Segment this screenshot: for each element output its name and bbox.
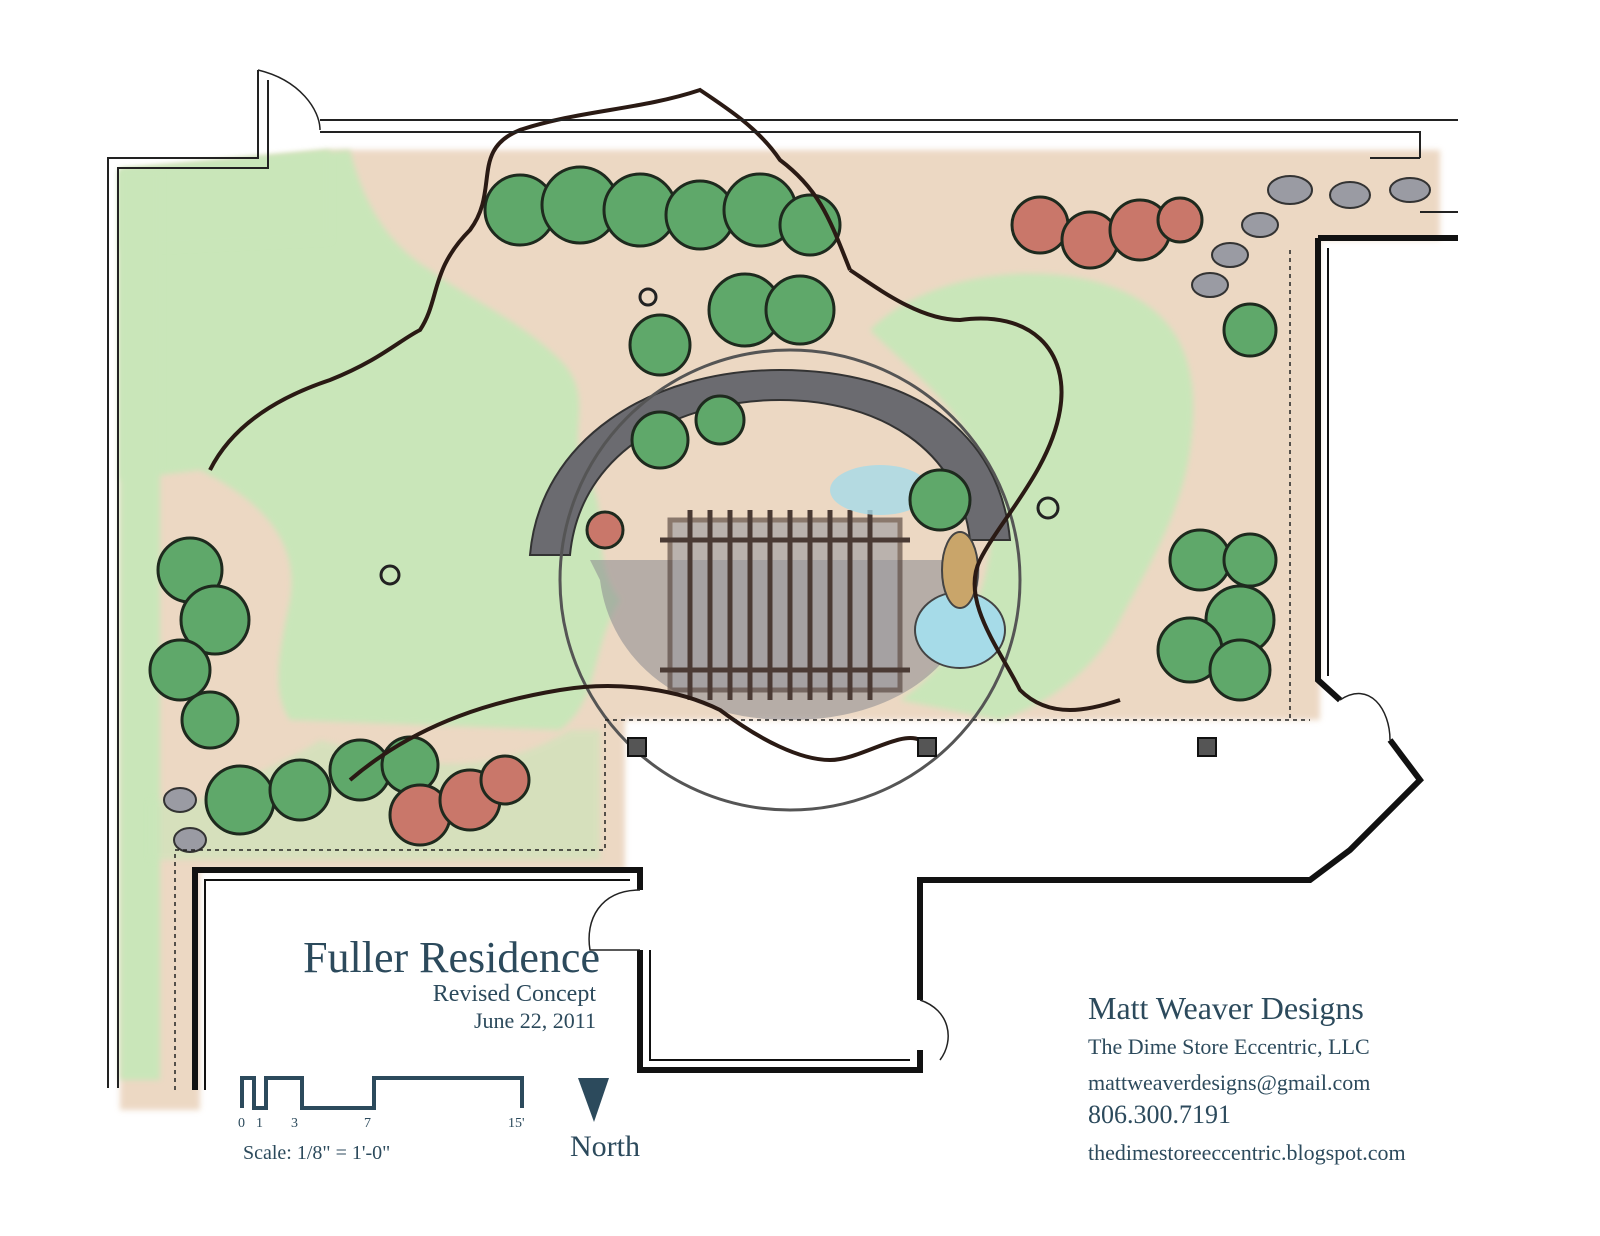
- title-project: Fuller Residence: [303, 933, 600, 982]
- firm-company: The Dime Store Eccentric, LLC: [1088, 1034, 1370, 1059]
- property-line: [107, 70, 1458, 1088]
- shrub-group-east: [630, 302, 1278, 702]
- lawn-east: [870, 273, 1194, 720]
- patio-edge: [174, 250, 1310, 1090]
- shrub-group-west: [148, 536, 440, 836]
- door-arc-east: [1339, 692, 1391, 741]
- pergola: [660, 510, 910, 700]
- firm-website: thedimestoreeccentric.blogspot.com: [1088, 1140, 1406, 1165]
- pond: [830, 465, 930, 515]
- scale-tick-1: 1: [256, 1116, 263, 1131]
- firm-name: Matt Weaver Designs: [1088, 990, 1364, 1026]
- tree-canopy-south: [348, 684, 921, 782]
- title-date: June 22, 2011: [473, 1008, 596, 1033]
- patio-columns: [627, 737, 1217, 757]
- stepping-stones: [163, 175, 1431, 853]
- scale-bar: [240, 1076, 524, 1110]
- tree-canopy-west: [208, 87, 852, 471]
- tree-canopy-east: [848, 268, 1121, 712]
- house-walls: [192, 235, 1458, 1090]
- circular-patio: [558, 348, 1022, 812]
- shrub-group-red: [388, 195, 1204, 847]
- scale-tick-3: 3: [291, 1116, 298, 1131]
- lawn-left-edge: [120, 170, 160, 1080]
- scale-tick-0: 0: [238, 1116, 245, 1131]
- door-arc-south: [919, 999, 949, 1061]
- house-walls-inner: [204, 248, 1329, 1090]
- scale-tick-7: 7: [364, 1116, 371, 1131]
- scale-label: Scale: 1/8" = 1'-0": [243, 1142, 391, 1164]
- door-arc-west: [588, 889, 641, 951]
- firm-phone: 806.300.7191: [1088, 1100, 1231, 1129]
- fountain-urn: [941, 531, 979, 609]
- spiral-markers: [379, 287, 1060, 586]
- title-subtitle: Revised Concept: [432, 981, 596, 1007]
- shrub-group-north: [483, 165, 842, 377]
- firm-email: mattweaverdesigns@gmail.com: [1088, 1070, 1371, 1095]
- lawn-west: [120, 150, 620, 730]
- lawn-north-strip: [120, 150, 330, 250]
- gate-arc: [257, 69, 321, 131]
- north-label: North: [570, 1130, 640, 1163]
- north-arrow-icon: [578, 1078, 609, 1122]
- scale-tick-15: 15': [508, 1116, 525, 1131]
